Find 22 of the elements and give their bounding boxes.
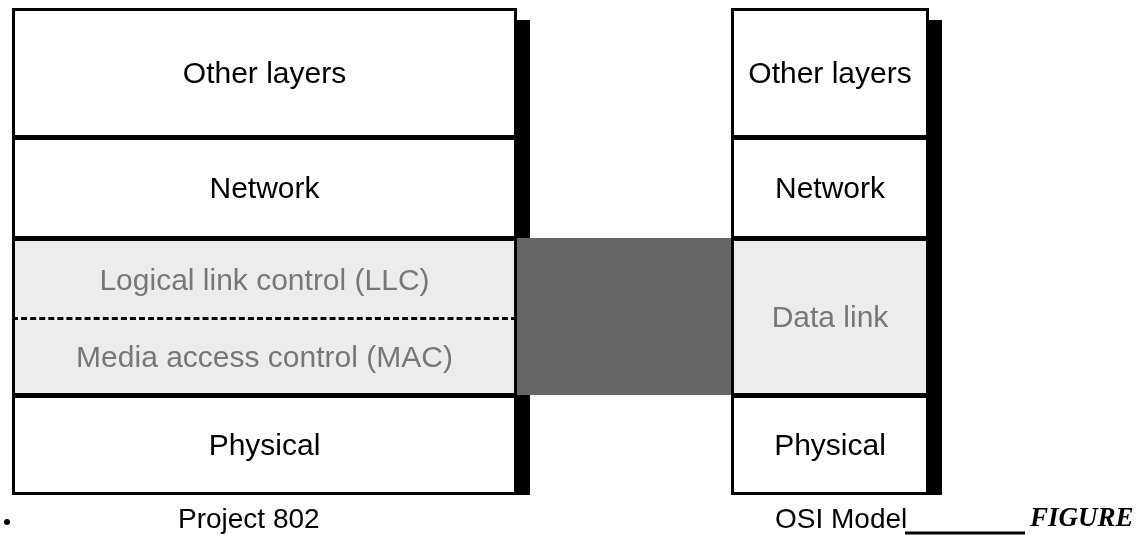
layer-name: Other layers bbox=[748, 55, 912, 91]
layer-box bbox=[731, 137, 929, 239]
layer-box bbox=[12, 238, 517, 318]
figure-label: FIGURE bbox=[1030, 502, 1134, 533]
layer-box bbox=[731, 395, 929, 495]
layer-name: Data link bbox=[771, 299, 889, 335]
layer-name: Network bbox=[209, 170, 320, 206]
caption: Project 802 bbox=[178, 503, 320, 535]
layer-box bbox=[731, 238, 929, 396]
layer-box bbox=[12, 137, 517, 239]
layer-name: Physical bbox=[774, 427, 886, 463]
layer-box bbox=[12, 8, 517, 138]
layer-name: Media access control (MAC) bbox=[76, 338, 453, 375]
caption: OSI Model bbox=[775, 503, 908, 535]
layer-name: Other layers bbox=[182, 55, 347, 91]
layer-box bbox=[12, 317, 517, 396]
layer-box bbox=[731, 8, 929, 138]
layer-name: Physical bbox=[208, 427, 321, 463]
layer-name: Network bbox=[775, 170, 885, 206]
layer-name: Logical link control (LLC) bbox=[99, 261, 430, 298]
layer-box bbox=[12, 395, 517, 495]
connector-block bbox=[517, 238, 731, 395]
